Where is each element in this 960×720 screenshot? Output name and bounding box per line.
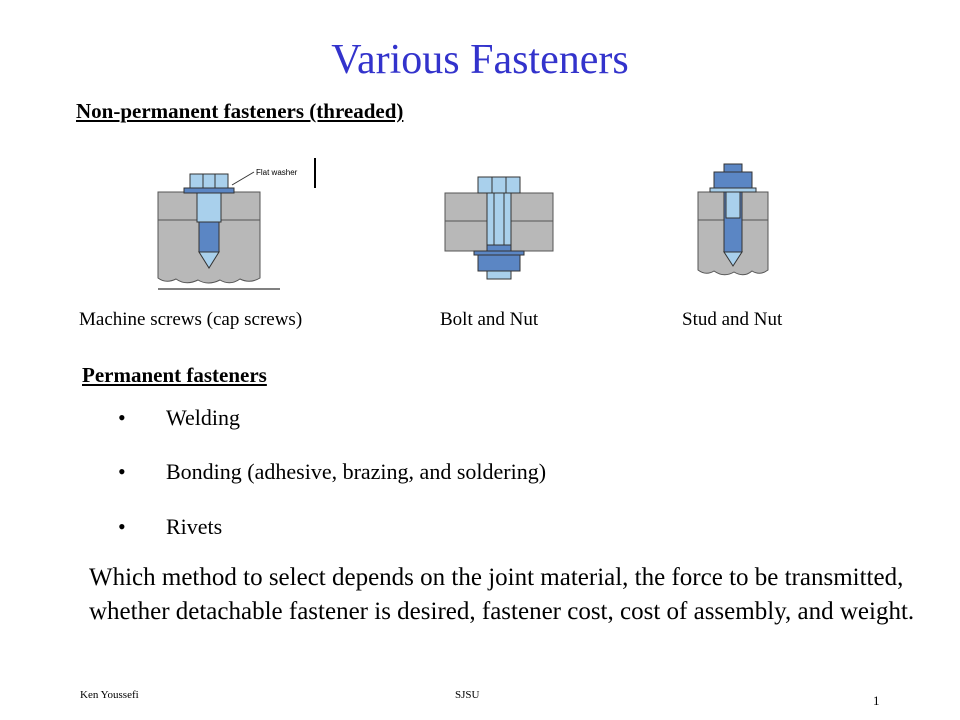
bolt-shank (486, 192, 512, 252)
flat-washer-label: Flat washer (256, 168, 298, 177)
bullet-bonding: • Bonding (adhesive, brazing, and solderi… (118, 458, 546, 486)
nut (477, 254, 521, 272)
caption-bolt-and-nut: Bolt and Nut (440, 309, 539, 330)
page-number: 1 (873, 693, 880, 708)
screw-shank (196, 191, 222, 223)
slide-title: Various Fasteners (331, 37, 629, 83)
nut (713, 171, 753, 189)
footer-author: Ken Youssefi (80, 689, 139, 701)
screw-thread (198, 221, 220, 253)
non-permanent-heading: Non-permanent fasteners (threaded) (76, 99, 404, 123)
stud-and-nut-illustration (697, 163, 769, 276)
bullet-label: Bonding (adhesive, brazing, and solderin… (166, 459, 547, 484)
washer (473, 250, 525, 256)
permanent-heading: Permanent fasteners (82, 363, 267, 387)
machine-screw-illustration: Flat washer (157, 158, 316, 290)
caption-stud-and-nut: Stud and Nut (682, 309, 783, 330)
bolt-head (477, 176, 521, 194)
screw-tip (198, 251, 220, 269)
bolt-and-nut-illustration (444, 176, 554, 280)
washer (709, 187, 757, 193)
bullet-label: Welding (166, 405, 240, 430)
bullet-label: Rivets (166, 514, 223, 539)
bullet-glyph: • (118, 405, 126, 430)
flat-washer (183, 187, 235, 194)
caption-machine-screws: Machine screws (cap screws) (79, 309, 303, 330)
callout-line (231, 171, 255, 186)
bullet-glyph: • (118, 514, 126, 539)
bullet-welding: • Welding (118, 404, 240, 432)
stud-tip (723, 251, 743, 267)
footer-org: SJSU (455, 689, 480, 701)
bolt-end (486, 270, 512, 280)
bullet-rivets: • Rivets (118, 513, 222, 541)
stud-shank (725, 191, 741, 219)
selection-paragraph: Which method to select depends on the jo… (89, 564, 915, 625)
bullet-glyph: • (118, 459, 126, 484)
